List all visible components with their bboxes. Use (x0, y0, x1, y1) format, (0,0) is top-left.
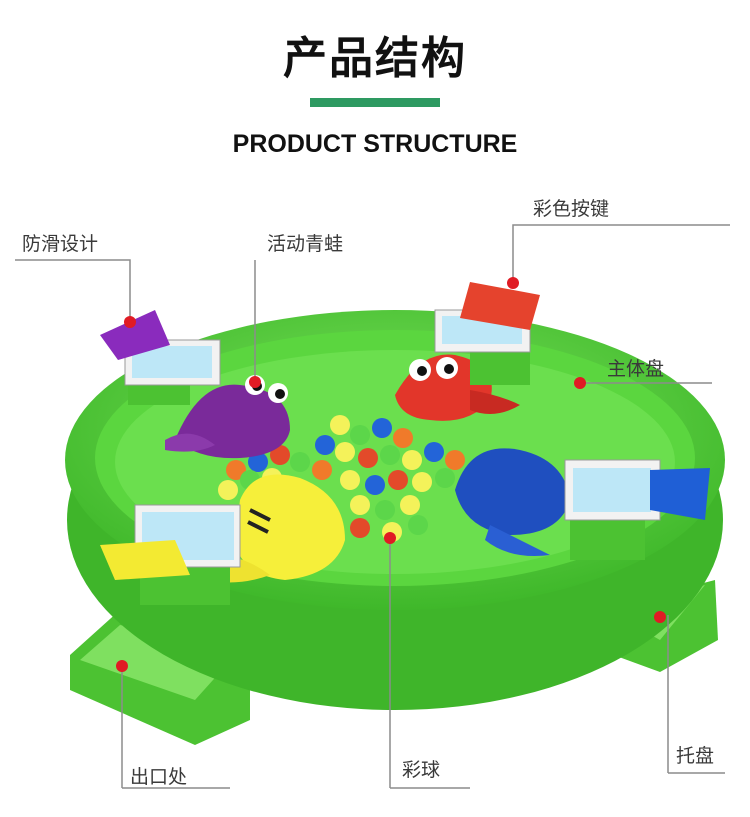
purple-frog (165, 375, 290, 459)
red-frog (395, 354, 520, 421)
page-title: 产品结构 (283, 33, 467, 84)
callout-outlet: 出口处 (130, 766, 188, 788)
callout-active-frog: 活动青蛙 (267, 233, 344, 255)
callout-tray: 托盘 (676, 745, 715, 767)
blue-button-tower (564, 459, 710, 560)
title-underline (310, 98, 440, 107)
leader-lines (15, 224, 730, 789)
callout-anti-slip: 防滑设计 (22, 233, 99, 255)
yellow-button-tower (100, 504, 241, 605)
red-button-tower (434, 282, 540, 385)
callout-balls: 彩球 (402, 759, 441, 781)
callout-color-button: 彩色按键 (533, 198, 610, 220)
purple-button-tower (100, 310, 221, 405)
blue-frog (455, 448, 570, 556)
callout-markers (116, 277, 666, 672)
callout-main-tray: 主体盘 (607, 358, 665, 380)
page-subtitle: PRODUCT STRUCTURE (232, 130, 518, 158)
balls-pile (218, 415, 465, 542)
